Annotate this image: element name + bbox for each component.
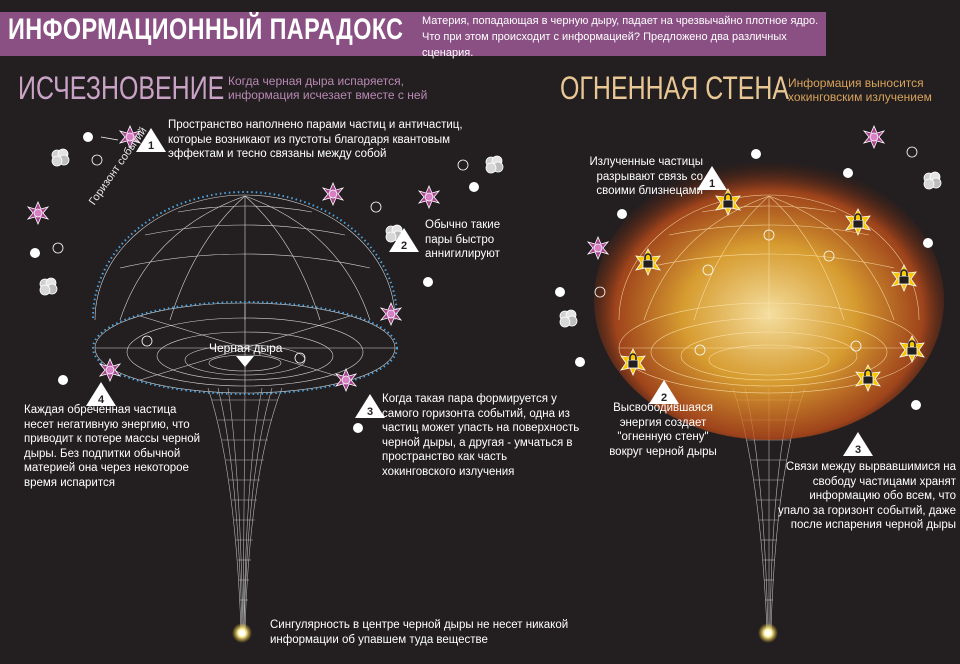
page-subtitle: Материя, попадающая в черную дыру, падае… <box>422 15 819 59</box>
left-step-4-text: Каждая обреченная частица несет негативн… <box>24 404 201 489</box>
svg-text:4: 4 <box>98 394 105 406</box>
right-step-1-text: Излученные частицы разрывают связь со св… <box>589 156 704 197</box>
left-step-3-text: Когда такая пара формируется у самого го… <box>382 393 580 478</box>
left-section-note: Когда черная дыра испаряется, информация… <box>228 74 428 102</box>
left-black-hole <box>92 191 398 643</box>
page-title: ИНФОРМАЦИОННЫЙ ПАРАДОКС <box>8 13 404 46</box>
svg-text:2: 2 <box>401 240 407 252</box>
left-step-2-text: Обычно такие пары быстро аннигилируют <box>425 219 501 260</box>
left-section-title: ИСЧЕЗНОВЕНИЕ <box>18 70 225 106</box>
svg-text:1: 1 <box>148 140 154 152</box>
singularity-text: Сингулярность в центре черной дыры не не… <box>270 619 569 646</box>
right-step-2-text: Высвободившаяся энергия создает "огненну… <box>609 402 717 458</box>
svg-text:2: 2 <box>661 392 667 404</box>
left-particles <box>27 125 504 433</box>
right-section-note: Информация выносится хокинговским излуче… <box>788 76 932 104</box>
step-badges: 1 2 3 4 1 2 3 <box>86 128 873 456</box>
right-particles <box>555 125 942 410</box>
svg-text:3: 3 <box>367 406 373 418</box>
right-section-title: ОГНЕННАЯ СТЕНА <box>560 70 790 106</box>
svg-text:3: 3 <box>855 444 861 456</box>
right-step-3-text: Связи между вырвавшимися на свободу част… <box>778 461 957 531</box>
black-hole-label: Черная дыра <box>209 341 283 355</box>
left-step-1-text: Пространство наполнено парами частиц и а… <box>168 119 463 160</box>
svg-text:1: 1 <box>709 178 715 190</box>
title-bar <box>0 12 826 56</box>
